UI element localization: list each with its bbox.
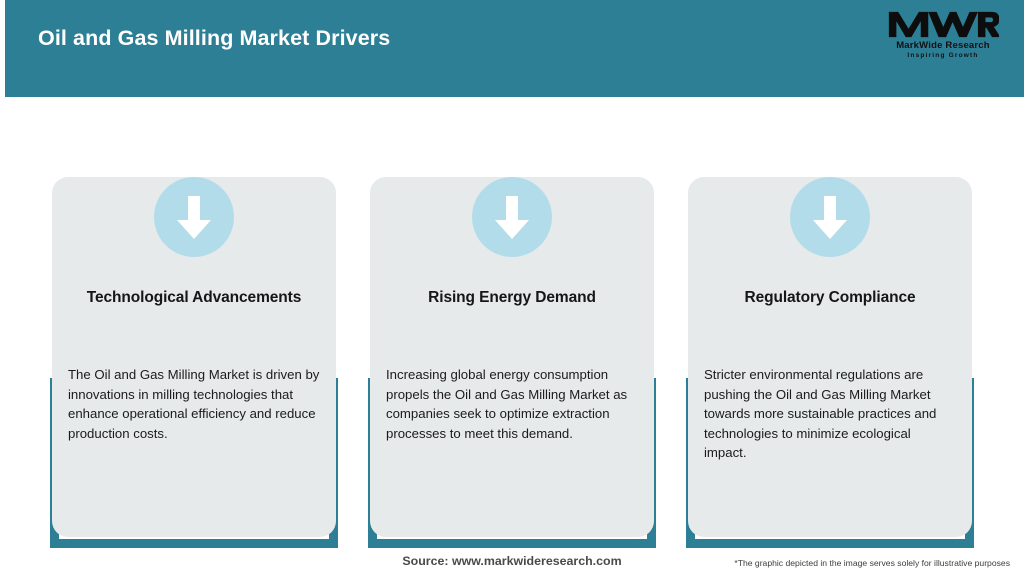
disclaimer-note: *The graphic depicted in the image serve…	[734, 558, 1010, 568]
driver-card-title: Technological Advancements	[86, 289, 302, 306]
driver-card[interactable]: Regulatory Compliance Stricter environme…	[688, 177, 972, 537]
driver-card-title: Regulatory Compliance	[744, 289, 916, 306]
logo-company-name: MarkWide Research	[896, 40, 990, 51]
driver-card-title: Rising Energy Demand	[428, 289, 596, 306]
driver-card-body: The Oil and Gas Milling Market is driven…	[68, 367, 320, 441]
driver-card-group: Regulatory Compliance Stricter environme…	[686, 138, 974, 550]
driver-card-group: Technological Advancements The Oil and G…	[50, 138, 338, 550]
logo-tagline: Inspiring Growth	[907, 52, 979, 59]
arrow-down-icon	[790, 177, 870, 257]
page-title: Oil and Gas Milling Market Drivers	[38, 26, 391, 50]
driver-card-body: Increasing global energy consumption pro…	[386, 367, 628, 441]
mwr-logomark-icon	[888, 11, 1000, 38]
source-label: Source: www.markwideresearch.com	[402, 554, 622, 568]
driver-card-body: Stricter environmental regulations are p…	[704, 367, 937, 460]
arrow-down-icon	[472, 177, 552, 257]
driver-card-group: Rising Energy Demand Increasing global e…	[368, 138, 656, 550]
arrow-down-icon	[154, 177, 234, 257]
header-band	[5, 0, 1024, 97]
driver-card[interactable]: Technological Advancements The Oil and G…	[52, 177, 336, 537]
driver-card[interactable]: Rising Energy Demand Increasing global e…	[370, 177, 654, 537]
brand-logo: MarkWide Research Inspiring Growth	[884, 9, 1002, 65]
